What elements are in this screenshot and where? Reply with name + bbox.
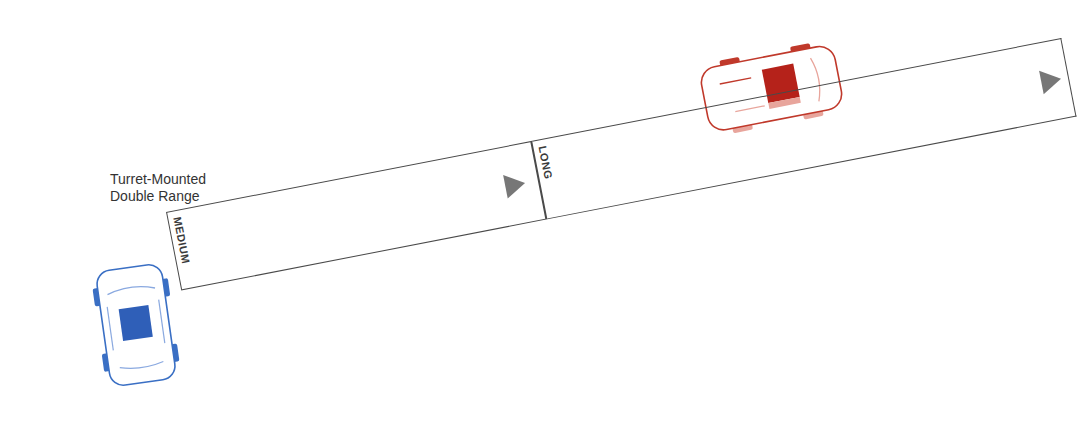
red-car: [698, 39, 846, 138]
direction-arrow: [1039, 67, 1063, 94]
direction-arrow: [503, 171, 527, 198]
figure-label: Turret-Mounted Double Range: [110, 171, 222, 205]
range-name: LONG: [536, 145, 554, 180]
band-illustration: [166, 38, 1077, 291]
range-name: MEDIUM: [171, 216, 192, 265]
range-strip: MEDIUM LONG: [166, 38, 1077, 291]
range-band: MEDIUM: [166, 141, 547, 291]
blue-car: [90, 262, 181, 387]
